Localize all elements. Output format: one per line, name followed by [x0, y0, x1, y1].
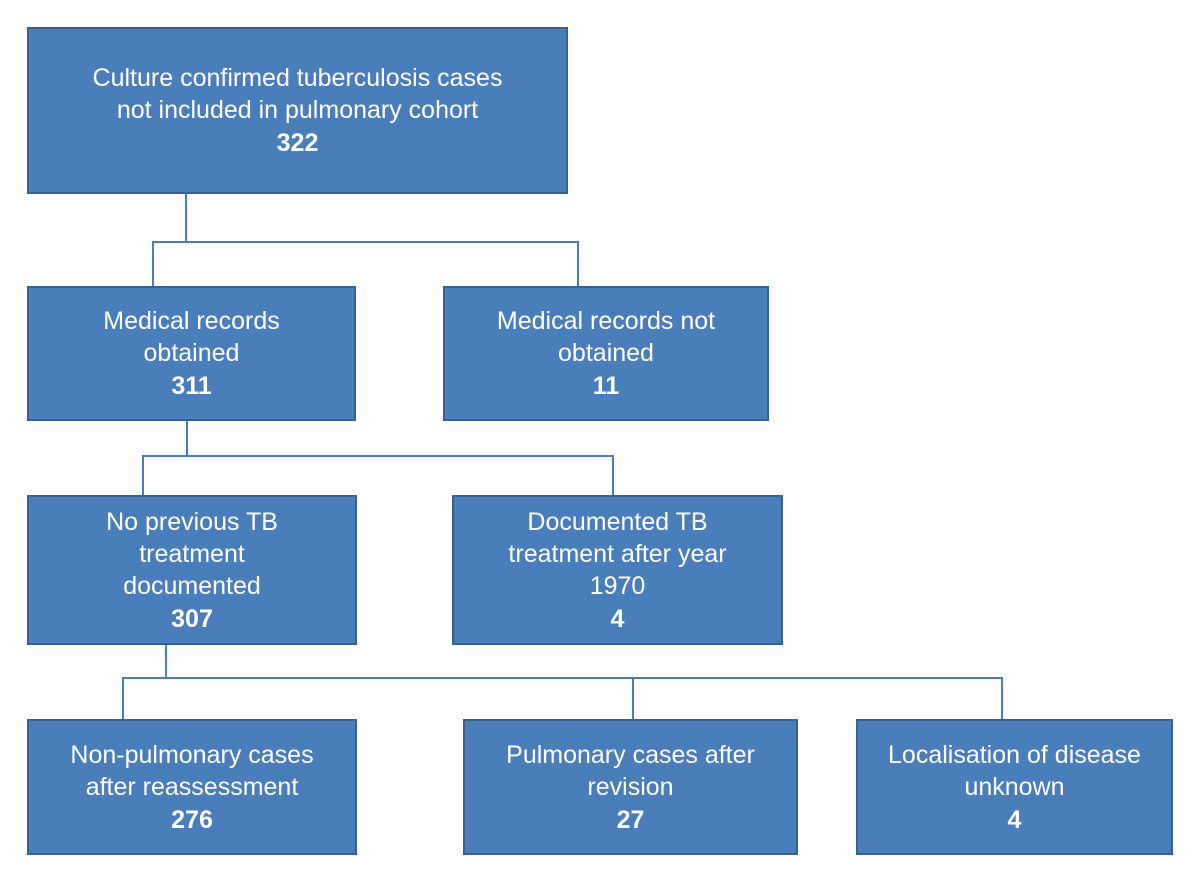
connector-to-documented-treatment [612, 455, 614, 496]
node-non-pulmonary-label: Non-pulmonary cases after reassessment [70, 740, 314, 801]
connector-level2-bus [142, 455, 614, 457]
node-localisation-unknown-label: Localisation of disease unknown [888, 740, 1141, 801]
connector-to-records-not-obtained [577, 241, 579, 287]
node-localisation-unknown-count: 4 [1007, 805, 1022, 834]
connector-to-records-obtained [152, 241, 154, 287]
connector-level3-bus [122, 677, 1003, 679]
node-pulmonary-revision-count: 27 [616, 805, 645, 834]
node-documented-treatment-count: 4 [610, 604, 625, 633]
node-records-obtained: Medical records obtained 311 [27, 286, 356, 421]
connector-records-obtained-stem [186, 421, 188, 456]
node-pulmonary-revision: Pulmonary cases after revision 27 [463, 719, 798, 855]
connector-to-localisation-unknown [1001, 677, 1003, 720]
connector-to-pulmonary-revision [632, 677, 634, 720]
node-records-not-obtained-count: 11 [592, 372, 620, 400]
connector-no-previous-treatment-stem [165, 645, 167, 678]
node-pulmonary-revision-label: Pulmonary cases after revision [506, 740, 755, 801]
connector-to-non-pulmonary [122, 677, 124, 720]
connector-level1-bus [152, 241, 579, 243]
node-documented-treatment-label: Documented TB treatment after year 1970 [508, 507, 727, 600]
connector-to-no-previous-treatment [142, 455, 144, 496]
node-documented-treatment: Documented TB treatment after year 1970 … [452, 495, 783, 645]
node-records-obtained-label: Medical records obtained [103, 307, 280, 367]
node-records-not-obtained: Medical records not obtained 11 [443, 286, 769, 421]
node-no-previous-treatment: No previous TB treatment documented 307 [27, 495, 357, 645]
node-root: Culture confirmed tuberculosis cases not… [27, 27, 568, 194]
node-no-previous-treatment-label: No previous TB treatment documented [106, 507, 278, 600]
node-root-count: 322 [276, 129, 319, 157]
node-non-pulmonary-count: 276 [171, 805, 213, 834]
node-non-pulmonary: Non-pulmonary cases after reassessment 2… [27, 719, 357, 855]
node-root-label: Culture confirmed tuberculosis cases not… [92, 64, 503, 124]
node-records-not-obtained-label: Medical records not obtained [496, 307, 716, 367]
connector-root-stem [185, 194, 187, 242]
node-localisation-unknown: Localisation of disease unknown 4 [856, 719, 1173, 855]
node-no-previous-treatment-count: 307 [171, 604, 213, 633]
node-records-obtained-count: 311 [171, 372, 212, 400]
